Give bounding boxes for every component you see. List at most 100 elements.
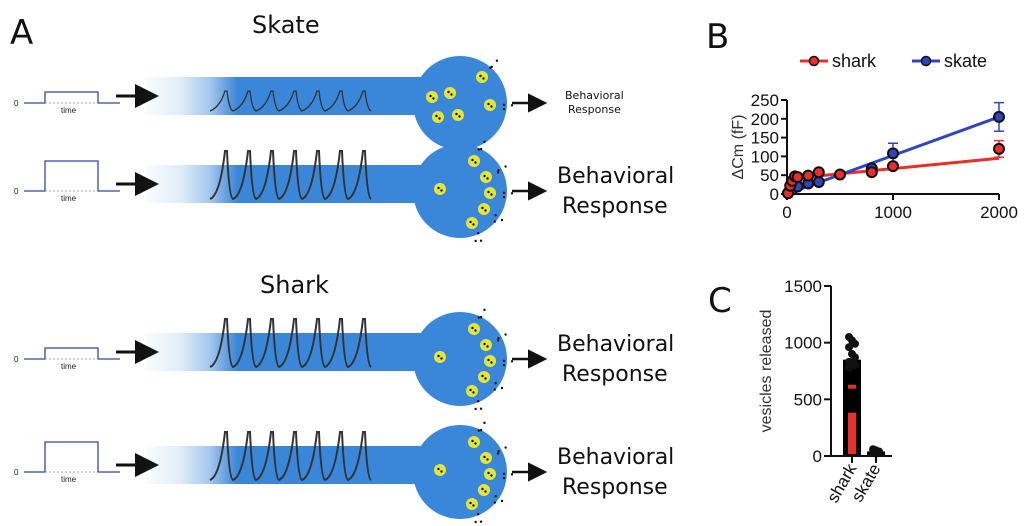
neurotransmitter-dot [432,97,435,100]
legend-label-shark: shark [832,51,877,71]
legend-marker-shark [808,55,820,67]
released-transmitter-dot [497,169,500,172]
neurotransmitter-dot [486,345,489,348]
neurotransmitter-dot [484,209,487,212]
released-transmitter-dot [494,214,497,217]
released-transmitter-dot [483,421,486,425]
released-transmitter-dot [504,446,507,449]
neurotransmitter-dot [472,504,475,507]
neurotransmitter-dot [479,74,482,78]
y-axis-label: ΔCm (fF) [730,115,747,180]
vesicle [478,203,490,215]
released-transmitter-dot [474,239,477,243]
released-transmitter-dot [477,400,480,403]
released-transmitter-dot [500,499,504,503]
y-tick-label: 50 [760,166,779,185]
released-transmitter-dot [477,429,480,432]
y-tick-label: 200 [751,110,779,129]
neurotransmitter-dot [455,112,458,116]
released-transmitter-dot [502,107,506,111]
neurotransmitter-dot [469,388,472,392]
neurotransmitter-dot [471,326,474,330]
point-shark [845,363,853,372]
axon [145,165,435,203]
released-transmitter-dot [497,450,500,453]
neurotransmitter-dot [487,102,490,106]
neurotransmitter-dot [469,501,472,505]
point-shark [851,361,859,370]
released-transmitter-dot [502,103,506,106]
vesicle [476,71,488,83]
axon [145,333,435,371]
neurotransmitter-dot [481,206,484,210]
neurotransmitter-dot [483,342,486,346]
vesicle [434,351,446,363]
y-tick-label: 0 [770,185,779,204]
neurotransmitter-dot [435,114,438,118]
response-label-line2: Response [562,475,668,500]
released-transmitter-dot [510,360,514,363]
released-transmitter-dot [483,140,486,144]
released-transmitter-dot [479,520,483,523]
released-transmitter-dot [479,147,483,151]
stimulus-time-label: time [61,362,77,371]
neurotransmitter-dot [474,329,477,332]
neurotransmitter-dot [474,442,477,445]
vesicle [434,464,446,476]
response-label-line2: Response [562,362,668,387]
released-transmitter-dot [479,407,483,410]
vesicle [484,99,496,111]
neurotransmitter-dot [437,186,440,190]
released-transmitter-dot [496,339,500,342]
released-transmitter-dot [474,407,477,411]
released-transmitter-dot [493,388,496,391]
stimulus-step-trace [24,160,120,192]
stimulus-zero-label: 0 [14,355,19,364]
response-label-line1: Behavioral [565,89,624,102]
released-transmitter-dot [502,476,506,480]
action-potential-trace [209,90,372,112]
response-label-line1: Behavioral [557,164,674,189]
stimulus-zero-label: 0 [14,99,19,108]
neurotransmitter-dot [481,374,484,378]
neurotransmitter-dot [481,487,484,491]
neurotransmitter-dot [471,439,474,443]
vesicle [426,91,438,103]
action-potential-trace [209,431,372,482]
vesicle [478,371,490,383]
bar-points-overlay-shark [848,384,856,389]
neurotransmitter-dot [438,117,441,120]
neurotransmitter-dot [487,358,490,362]
released-transmitter-dot [494,382,497,385]
response-label-line2: Response [562,194,668,219]
released-transmitter-dot [510,473,514,476]
neurotransmitter-dot [429,94,432,98]
vesicle [466,385,478,397]
neurotransmitter-dot [440,357,443,360]
panel-c-letter: C [708,281,732,321]
data-point-shark [865,166,878,179]
neurotransmitter-dot [490,193,493,196]
neurotransmitter-dot [440,470,443,473]
neurotransmitter-dot [487,190,490,194]
released-transmitter-dot [502,472,506,475]
neurotransmitter-dot [490,361,493,364]
bar-shark [843,359,861,456]
neurotransmitter-dot [458,115,461,118]
released-transmitter-dot [497,337,500,340]
y-tick-label: 500 [794,390,822,409]
released-transmitter-dot [479,315,483,319]
released-transmitter-dot [502,191,506,194]
y-axis-label: vesicles released [758,310,775,433]
neurotransmitter-dot [472,391,475,394]
released-transmitter-dot [477,148,480,151]
x-tick-label: 0 [782,203,791,222]
released-transmitter-dot [489,66,492,69]
neurotransmitter-dot [483,174,486,178]
vesicle [432,111,444,123]
stimulus-step-trace [24,91,120,104]
panel-a-rows: 0timeBehavioralResponse0timeBehavioralRe… [14,56,674,524]
released-transmitter-dot [510,104,514,107]
